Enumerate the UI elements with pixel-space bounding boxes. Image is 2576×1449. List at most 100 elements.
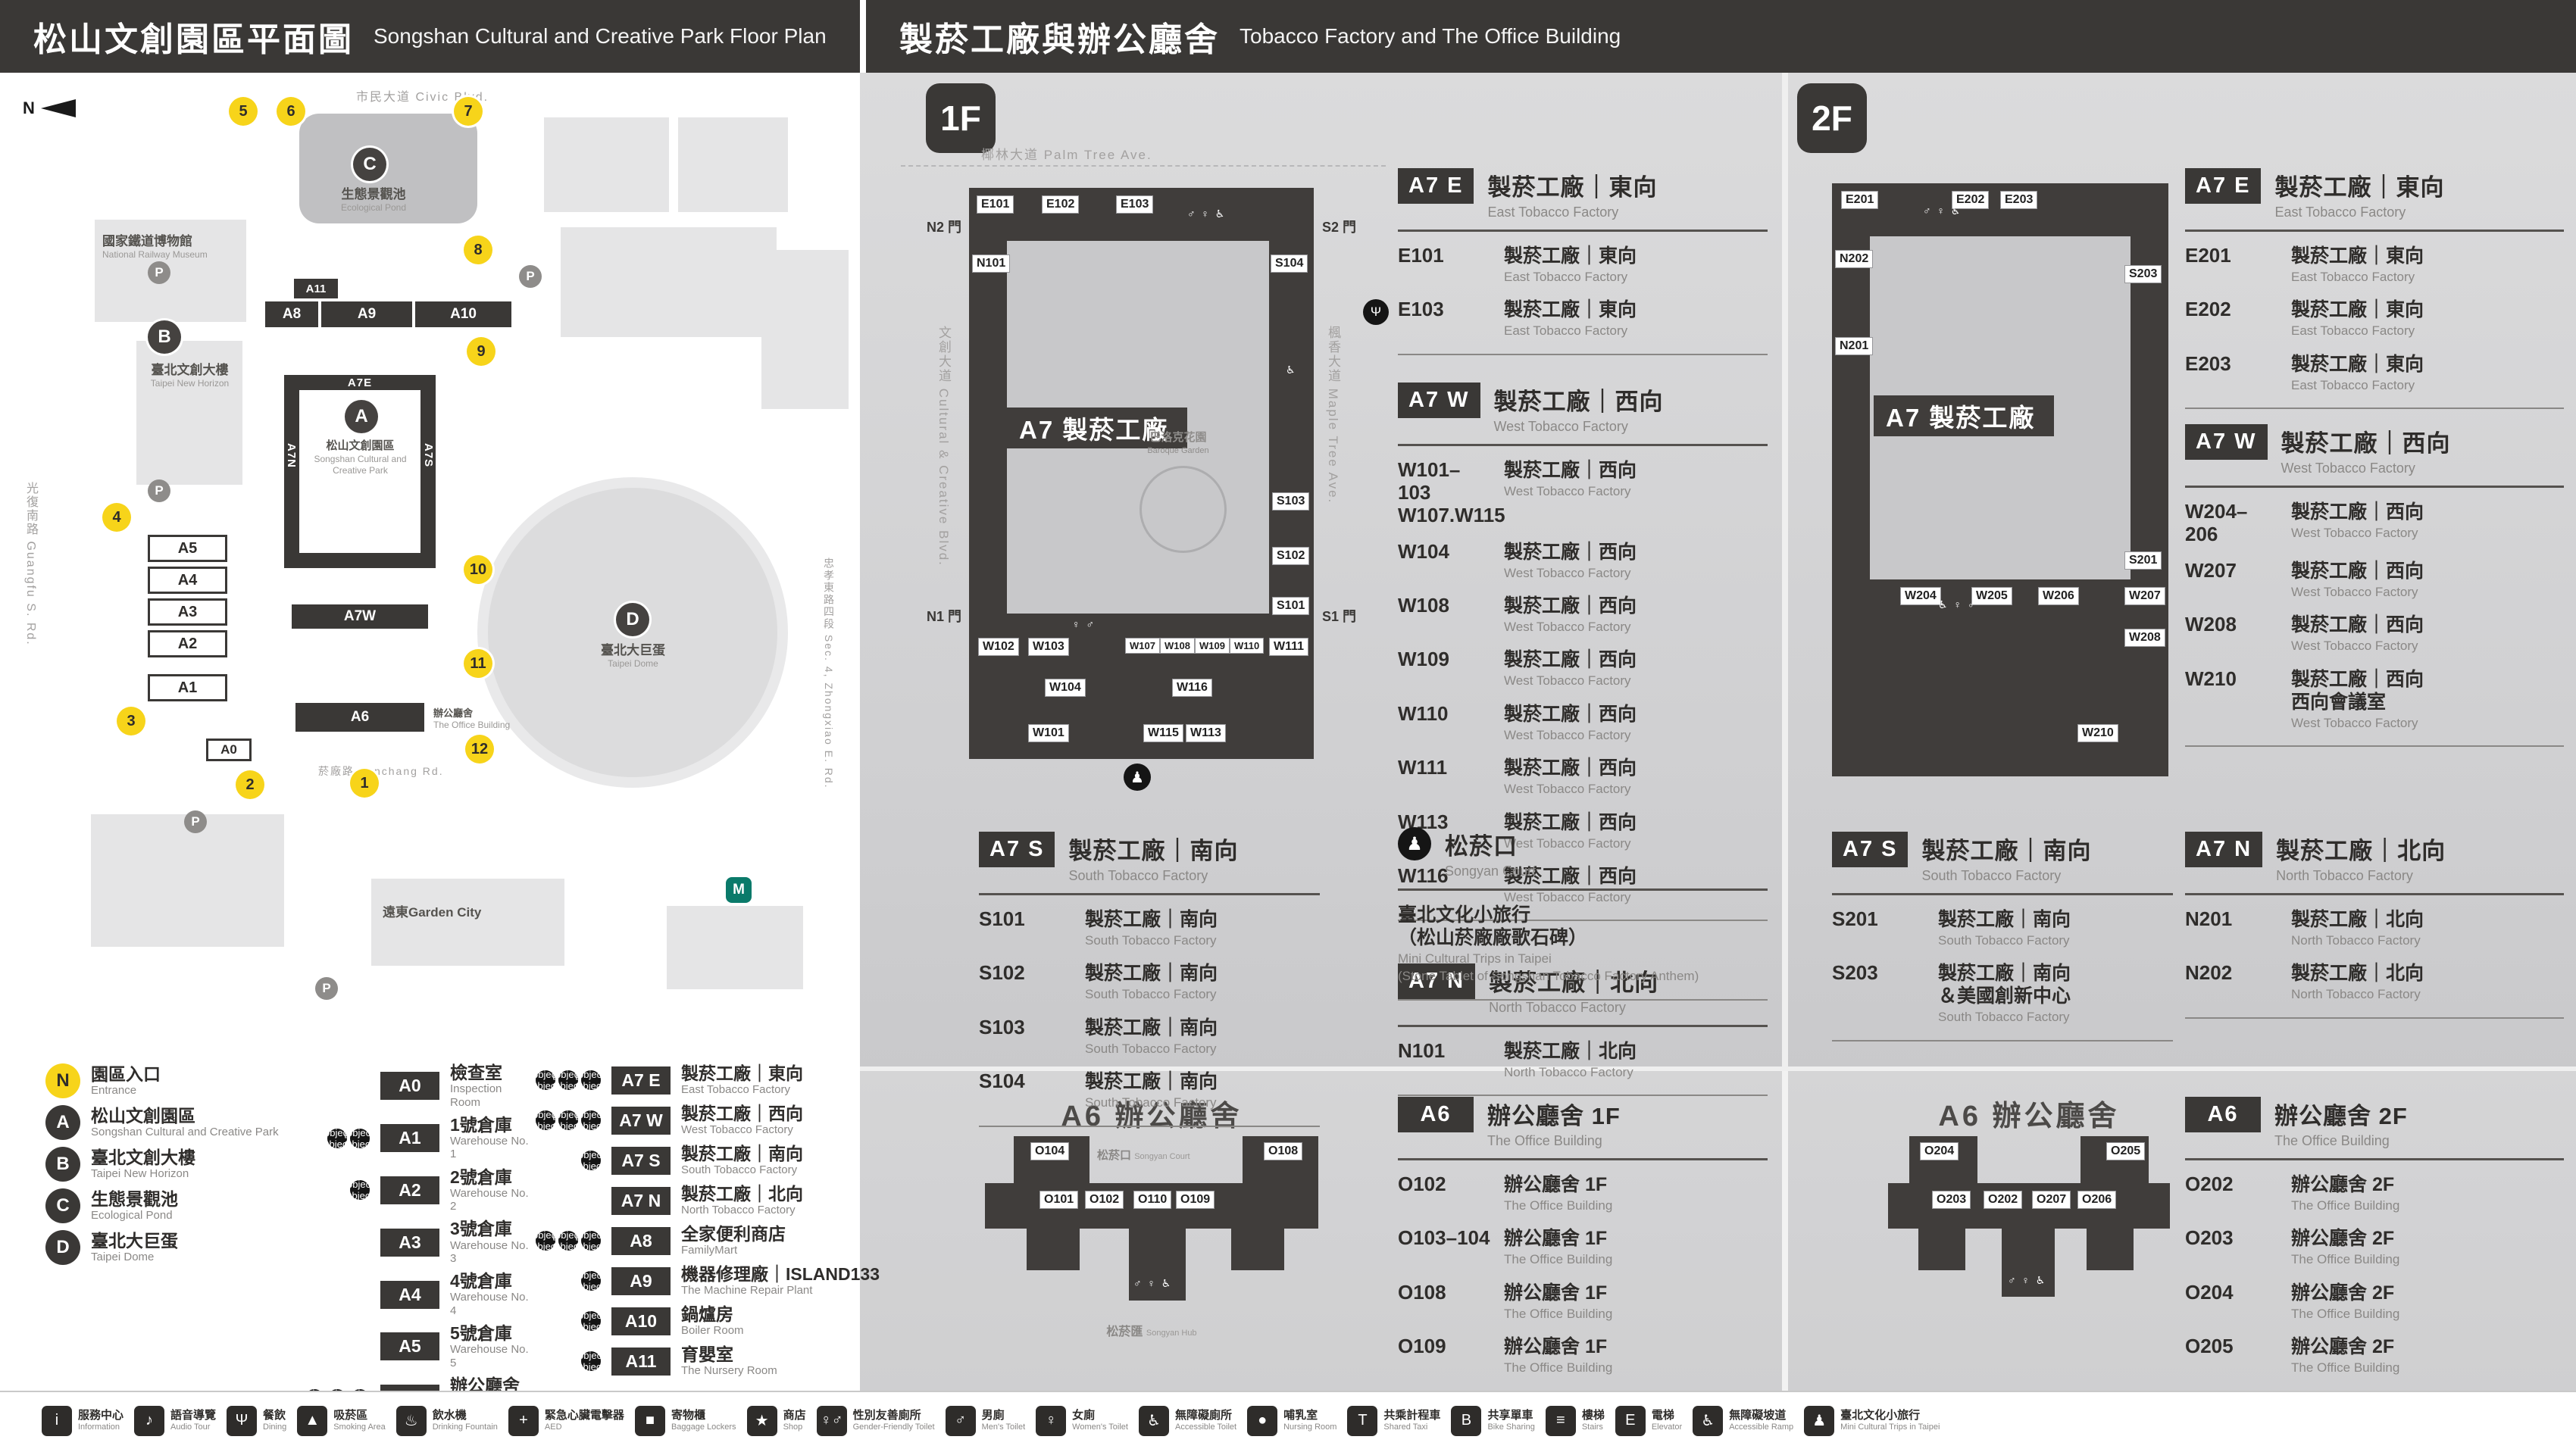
room-label: E203 — [2000, 191, 2038, 209]
facility-icons: ♂ ♀ ♿ — [1187, 208, 1227, 220]
room-label: W108 — [1160, 638, 1195, 654]
room-name-en: West Tobacco Factory — [1504, 782, 1631, 797]
room-name-zh: 製菸工廠｜北向 — [2291, 909, 2424, 930]
facility-legend-item: ♿ 無障礙坡道 Accessible Ramp — [1693, 1405, 1793, 1436]
legend-zh: 3號倉庫 — [450, 1219, 512, 1239]
facility-icon: [object Object] — [575, 1149, 607, 1172]
facility-label: 共乘計程車 Shared Taxi — [1383, 1410, 1440, 1432]
entrance-marker: 4 — [102, 503, 131, 532]
section-title-en: North Tobacco Factory — [1489, 1000, 1626, 1015]
legend-item: [object Object] A2 2號倉庫 Warehouse No. 2 — [303, 1167, 530, 1213]
section-title-block: 辦公廳舍 1F The Office Building — [1487, 1097, 1621, 1149]
room-name-zh: 辦公廳舍 1F — [1504, 1174, 1608, 1195]
gate-label: S2 門 — [1322, 220, 1357, 235]
legend-zh: 臺北大巨蛋 — [91, 1230, 178, 1251]
facility-zh: 女廁 — [1072, 1409, 1096, 1422]
facility-zh: 電梯 — [1651, 1409, 1674, 1422]
legend-icon-cluster: [object Object][object Object][object Ob… — [530, 1229, 606, 1252]
place-name-zh: 生態景觀池 — [341, 187, 406, 201]
room-name-en: West Tobacco Factory — [2291, 639, 2418, 654]
map-warehouse-label: A2 — [177, 635, 198, 652]
legend-icon-cluster: [object Object] — [534, 1310, 606, 1332]
map-warehouse-label: A5 — [177, 539, 198, 557]
facility-icon: [object Object] — [575, 1269, 607, 1292]
room-label: W101 — [1028, 724, 1069, 742]
room-item: W204–206 製菸工廠｜西向 West Tobacco Factory — [2185, 494, 2564, 553]
facility-zh: 語音導覽 — [170, 1409, 217, 1422]
legend-text: 臺北文創大樓 Taipei New Horizon — [91, 1148, 195, 1181]
facility-en: Nursing Room — [1283, 1422, 1337, 1432]
room-label: S201 — [2124, 551, 2162, 570]
room-name-block: 製菸工廠｜西向 West Tobacco Factory — [1504, 811, 1637, 851]
area-letter-marker: D — [616, 603, 649, 636]
baroque-garden-fountain — [1140, 466, 1227, 553]
entrance-marker: 6 — [277, 97, 305, 126]
section-badge: A7 N — [1398, 963, 1476, 999]
room-name-block: 臺北文化小旅行 （松山菸廠廠歌石碑） Mini Cultural Trips i… — [1398, 904, 1699, 985]
map-warehouse-box: A3 — [148, 598, 227, 626]
entrance-marker: 8 — [464, 236, 492, 264]
entrance-marker: 1 — [350, 769, 379, 798]
header-left: 松山文創園區平面圖 Songshan Cultural and Creative… — [0, 0, 860, 73]
facility-zh: 性別友善廁所 — [852, 1409, 921, 1422]
room-code: E203 — [2185, 351, 2231, 375]
map-place-label: 生態景觀池 Ecological Pond — [324, 186, 423, 214]
section-title-zh: 製菸工廠｜西向 — [1493, 389, 1664, 415]
facility-en: Dining — [263, 1422, 287, 1432]
room-code: S103 — [979, 1015, 1025, 1038]
legend-en: Warehouse No. 2 — [450, 1186, 529, 1213]
legend-text: 2號倉庫 Warehouse No. 2 — [450, 1167, 530, 1213]
legend-en: Songshan Cultural and Creative Park — [91, 1126, 279, 1139]
room-name-zh: 製菸工廠｜西向 — [1504, 460, 1637, 481]
room-name-en: South Tobacco Factory — [1085, 987, 1217, 1002]
city-block — [91, 814, 284, 947]
room-name-en: West Tobacco Factory — [2291, 526, 2418, 540]
map-warehouse-box: A0 — [206, 739, 252, 761]
section-title-en: The Office Building — [2274, 1133, 2390, 1148]
mens-toilet-icon: ♂ — [945, 1405, 976, 1436]
room-name-zh: 製菸工廠｜東向 — [2291, 299, 2424, 321]
legend-en: West Tobacco Factory — [681, 1123, 793, 1137]
information-icon: i — [42, 1405, 72, 1436]
place-name-en: Taipei Dome — [608, 658, 658, 670]
legend-en: Ecological Pond — [91, 1209, 173, 1223]
facility-label: 寄物櫃 Baggage Lockers — [671, 1410, 736, 1432]
room-name-zh: 製菸工廠｜西向 — [1504, 541, 1637, 563]
room-code: W208 — [2185, 613, 2237, 636]
office-building-1f-plan: A6 辦公廳舍 松菸口 Songyan Court 松菸匯 Songyan Hu… — [985, 1092, 1318, 1380]
legend-icon-cluster: [object Object] — [534, 1269, 607, 1292]
facility-legend-item: + 緊急心臟電擊器 AED — [508, 1405, 624, 1436]
office-stub — [1129, 1229, 1186, 1301]
city-block — [561, 227, 777, 337]
room-name-en: The Office Building — [2291, 1306, 2400, 1321]
legend-en: Warehouse No. 1 — [450, 1135, 529, 1161]
legend-badge: A1 — [380, 1124, 439, 1153]
room-name-block: 辦公廳舍 2F The Office Building — [2291, 1282, 2399, 1322]
legend-text: 育嬰室 The Nursery Room — [681, 1344, 777, 1378]
facility-en: Bike Sharing — [1487, 1422, 1535, 1432]
room-name-block: 製菸工廠｜北向 North Tobacco Factory — [2291, 908, 2424, 948]
place-name-zh: 松山文創園區 — [326, 439, 395, 452]
facility-zh: 緊急心臟電擊器 — [544, 1409, 624, 1422]
songyan-court-icon: ♟ — [1124, 764, 1151, 791]
section-header: A7 S 製菸工廠｜南向 South Tobacco Factory — [979, 832, 1320, 895]
facility-zh: 男廁 — [981, 1409, 1005, 1422]
legend-text: 機器修理廠｜ISLAND133 The Machine Repair Plant — [681, 1264, 880, 1298]
room-label: O206 — [2077, 1191, 2117, 1209]
section-title-block: 辦公廳舍 2F The Office Building — [2274, 1097, 2408, 1149]
section-title-en: East Tobacco Factory — [2274, 205, 2406, 220]
city-block — [544, 117, 669, 212]
facility-zh: 哺乳室 — [1283, 1409, 1318, 1422]
legend-en: East Tobacco Factory — [681, 1083, 790, 1097]
room-name-zh: 製菸工廠｜西向 — [2291, 614, 2424, 636]
room-name-zh: 辦公廳舍 1F — [1504, 1228, 1608, 1250]
map-warehouse-box: A5 — [148, 535, 227, 562]
room-label: W111 — [1269, 638, 1309, 656]
room-name-en: West Tobacco Factory — [1504, 484, 1631, 498]
legend-en: The Nursery Room — [681, 1364, 777, 1378]
section-title-en: East Tobacco Factory — [1487, 205, 1619, 220]
room-name-block: 辦公廳舍 2F The Office Building — [2291, 1227, 2399, 1267]
office-building-2f-plan: A6 辦公廳舍 O204 O205 O203 O202 O207 O206 ♂ … — [1888, 1092, 2170, 1380]
legend-badge: A11 — [611, 1347, 671, 1376]
map-legend: N 園區入口 Entrance A 松山文創園區 Songshan Cultur… — [0, 1051, 880, 1421]
